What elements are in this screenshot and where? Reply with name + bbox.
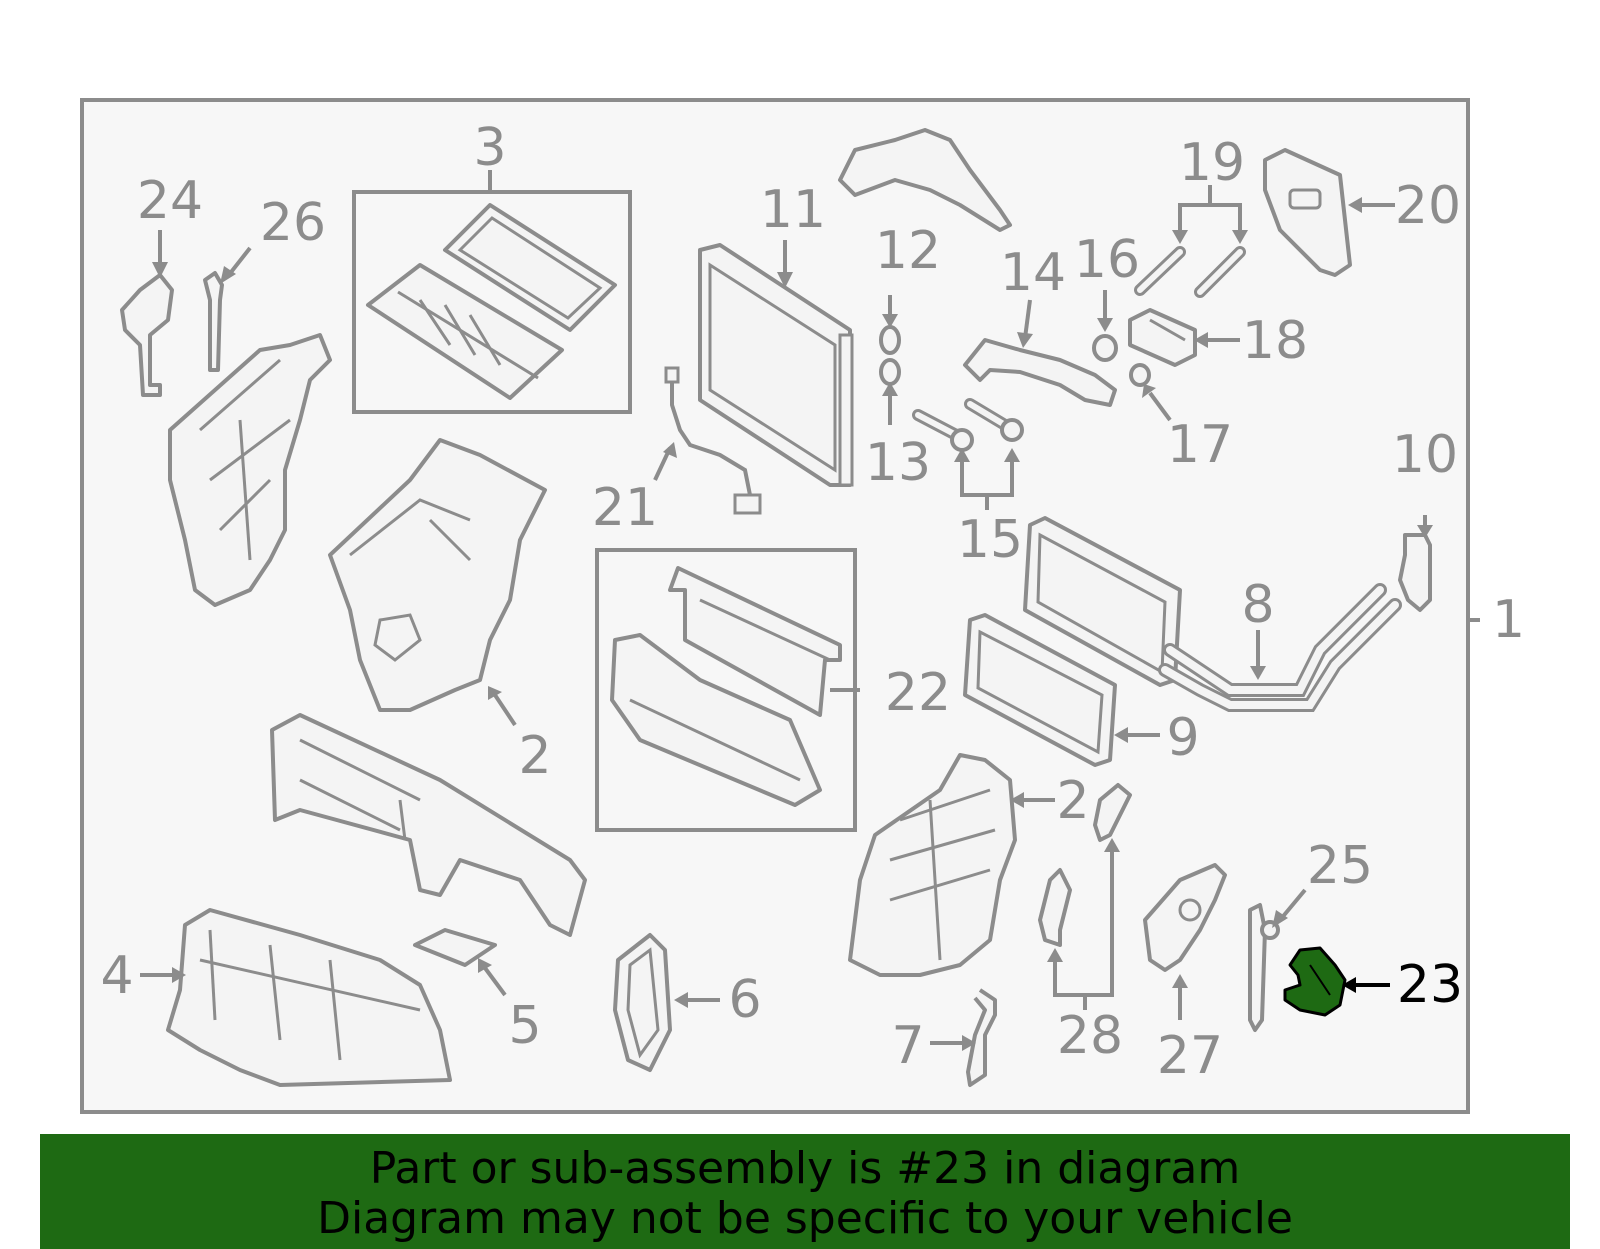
callout-15: 15 xyxy=(957,510,1023,570)
callout-5: 5 xyxy=(508,996,541,1056)
callout-16: 16 xyxy=(1074,230,1140,290)
callout-13: 13 xyxy=(865,433,931,493)
callout-3: 3 xyxy=(473,118,506,178)
callout-17: 17 xyxy=(1167,415,1233,475)
callout-6: 6 xyxy=(728,970,761,1030)
callout-26: 26 xyxy=(260,193,326,253)
part-27-actuator xyxy=(1143,863,1227,972)
callout-24: 24 xyxy=(137,171,203,231)
callout-23: 23 xyxy=(1397,955,1463,1015)
callout-27: 27 xyxy=(1157,1026,1223,1086)
callout-labels: 1 2 2 3 4 5 6 7 8 9 10 11 12 13 14 15 16… xyxy=(100,118,1525,1086)
callout-21: 21 xyxy=(592,478,658,538)
part-25-arm xyxy=(1248,903,1280,1032)
part-26-rod xyxy=(203,271,224,372)
part-16-oring xyxy=(1092,334,1118,362)
part-23-highlighted[interactable] xyxy=(1283,946,1347,1017)
callout-1: 1 xyxy=(1492,590,1525,650)
part-14-pipe xyxy=(963,338,1117,407)
info-banner: Part or sub-assembly is #23 in diagram D… xyxy=(40,1134,1570,1249)
part-8-pipes xyxy=(1158,583,1402,712)
part-housing-upper-left xyxy=(168,333,332,607)
part-18-block xyxy=(1128,308,1197,367)
part-22-door xyxy=(610,566,842,807)
part-housing-long xyxy=(270,713,587,937)
part-10-clip xyxy=(1398,533,1432,612)
callout-25: 25 xyxy=(1307,836,1373,896)
banner-line-1: Part or sub-assembly is #23 in diagram xyxy=(369,1143,1241,1194)
part-28-link xyxy=(1038,783,1132,947)
part-19-bolts xyxy=(1134,246,1246,298)
part-7-hose xyxy=(966,988,997,1087)
callout-2: 2 xyxy=(518,726,551,786)
callout-9: 9 xyxy=(1166,708,1199,768)
part-20-plate xyxy=(1263,148,1352,277)
part-12-oring xyxy=(879,325,901,355)
callout-7: 7 xyxy=(891,1016,924,1076)
part-housing-middle xyxy=(328,438,547,712)
part-17-oring xyxy=(1129,363,1151,387)
part-duct-top xyxy=(838,128,1012,232)
callout-22: 22 xyxy=(885,663,951,723)
part-3-filter xyxy=(366,203,617,400)
part-13-oring xyxy=(879,358,901,386)
part-5-seal xyxy=(413,928,497,967)
callout-11: 11 xyxy=(760,180,826,240)
callout-2: 2 xyxy=(1056,771,1089,831)
part-15-bolts xyxy=(912,398,1024,452)
part-9-core xyxy=(963,613,1117,767)
callout-10: 10 xyxy=(1392,425,1458,485)
callout-8: 8 xyxy=(1241,575,1274,635)
part-4-case xyxy=(166,908,452,1087)
callout-14: 14 xyxy=(1000,243,1066,303)
leader-lines xyxy=(140,170,1480,1051)
part-11-evaporator xyxy=(698,243,854,487)
banner-line-2: Diagram may not be specific to your vehi… xyxy=(317,1193,1293,1244)
part-24-actuator xyxy=(120,273,174,397)
part-housing-lower-right xyxy=(848,753,1017,977)
callout-4: 4 xyxy=(100,946,133,1006)
callout-12: 12 xyxy=(875,221,941,281)
callout-20: 20 xyxy=(1395,176,1461,236)
callout-19: 19 xyxy=(1179,133,1245,193)
part-21-harness xyxy=(664,366,762,515)
callout-18: 18 xyxy=(1242,311,1308,371)
callout-28: 28 xyxy=(1057,1006,1123,1066)
part-6-gasket xyxy=(613,933,672,1072)
